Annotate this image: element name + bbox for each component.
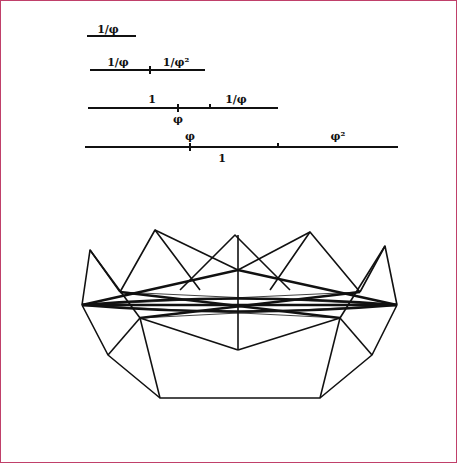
pentagonal-crown — [82, 230, 397, 398]
inner-web — [82, 292, 397, 318]
ratio-label: 1/φ — [224, 94, 248, 105]
ratio-label: 1 — [217, 153, 227, 164]
ratio-label: 1/φ² — [162, 57, 190, 68]
ratio-label: 1/φ — [96, 24, 120, 35]
ratio-label: 1 — [147, 94, 157, 105]
central-star — [82, 270, 397, 318]
ratio-label: φ — [172, 114, 184, 125]
ratio-segments — [85, 36, 398, 151]
ratio-label: φ — [184, 131, 196, 142]
ratio-label: 1/φ — [106, 57, 130, 68]
ratio-label: φ² — [330, 131, 347, 142]
